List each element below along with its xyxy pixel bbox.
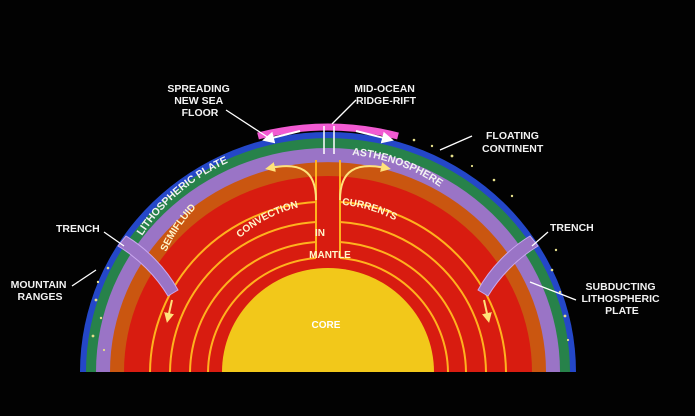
subducting-label-line3: PLATE [605, 305, 639, 317]
floating-continent-label-line2: CONTINENT [482, 143, 544, 155]
core-label: CORE [312, 320, 341, 331]
mantle-label: MANTLE [309, 250, 351, 261]
convection-currents-left [149, 160, 317, 373]
continent-texture [91, 138, 570, 352]
mountain-ranges-label-line1: MOUNTAIN [11, 279, 67, 291]
in-label: IN [315, 228, 325, 239]
spreading-label-line1: SPREADING [167, 83, 229, 95]
svg-text:MID-OCEAN RIDGE-RIFT: MID-OCEAN RIDGE-RIFT [354, 83, 418, 107]
svg-text:SPREADING NEW SEA: SPREADING NEW SEA FLOOR [167, 83, 232, 119]
subducting-slabs [117, 235, 539, 297]
floating-continent-label-line1: FLOATING [486, 130, 539, 142]
spreading-label-line3: FLOOR [182, 107, 219, 119]
spreading-sea-floor [257, 123, 399, 154]
svg-text:FLOATING CONTINENT: FLOATING CONTINENT [482, 130, 544, 155]
core [222, 268, 434, 372]
subducting-label-line2: LITHOSPHERIC [581, 293, 660, 305]
mountain-ranges-label-line2: RANGES [18, 291, 63, 303]
mid-ocean-label-line2: RIDGE-RIFT [356, 95, 417, 107]
leader-lines [71, 99, 577, 301]
outer-labels: SPREADING NEW SEA FLOOR MID-OCEAN RIDGE-… [11, 83, 662, 317]
svg-text:MOUNTAIN RANGES: MOUNTAIN RANGES [11, 279, 70, 303]
upwelling-arrows [164, 162, 492, 323]
convection-currents-right [339, 160, 507, 373]
trench-left-label: TRENCH [56, 223, 100, 235]
spreading-label-line2: NEW SEA [174, 95, 223, 107]
mid-ocean-label-line1: MID-OCEAN [354, 83, 415, 95]
trench-right-label: TRENCH [550, 222, 594, 234]
svg-text:SUBDUCTING LITHOSPHERIC: SUBDUCTING LITHOSPHERIC PLATE [581, 281, 662, 317]
subducting-label-line1: SUBDUCTING [586, 281, 656, 293]
